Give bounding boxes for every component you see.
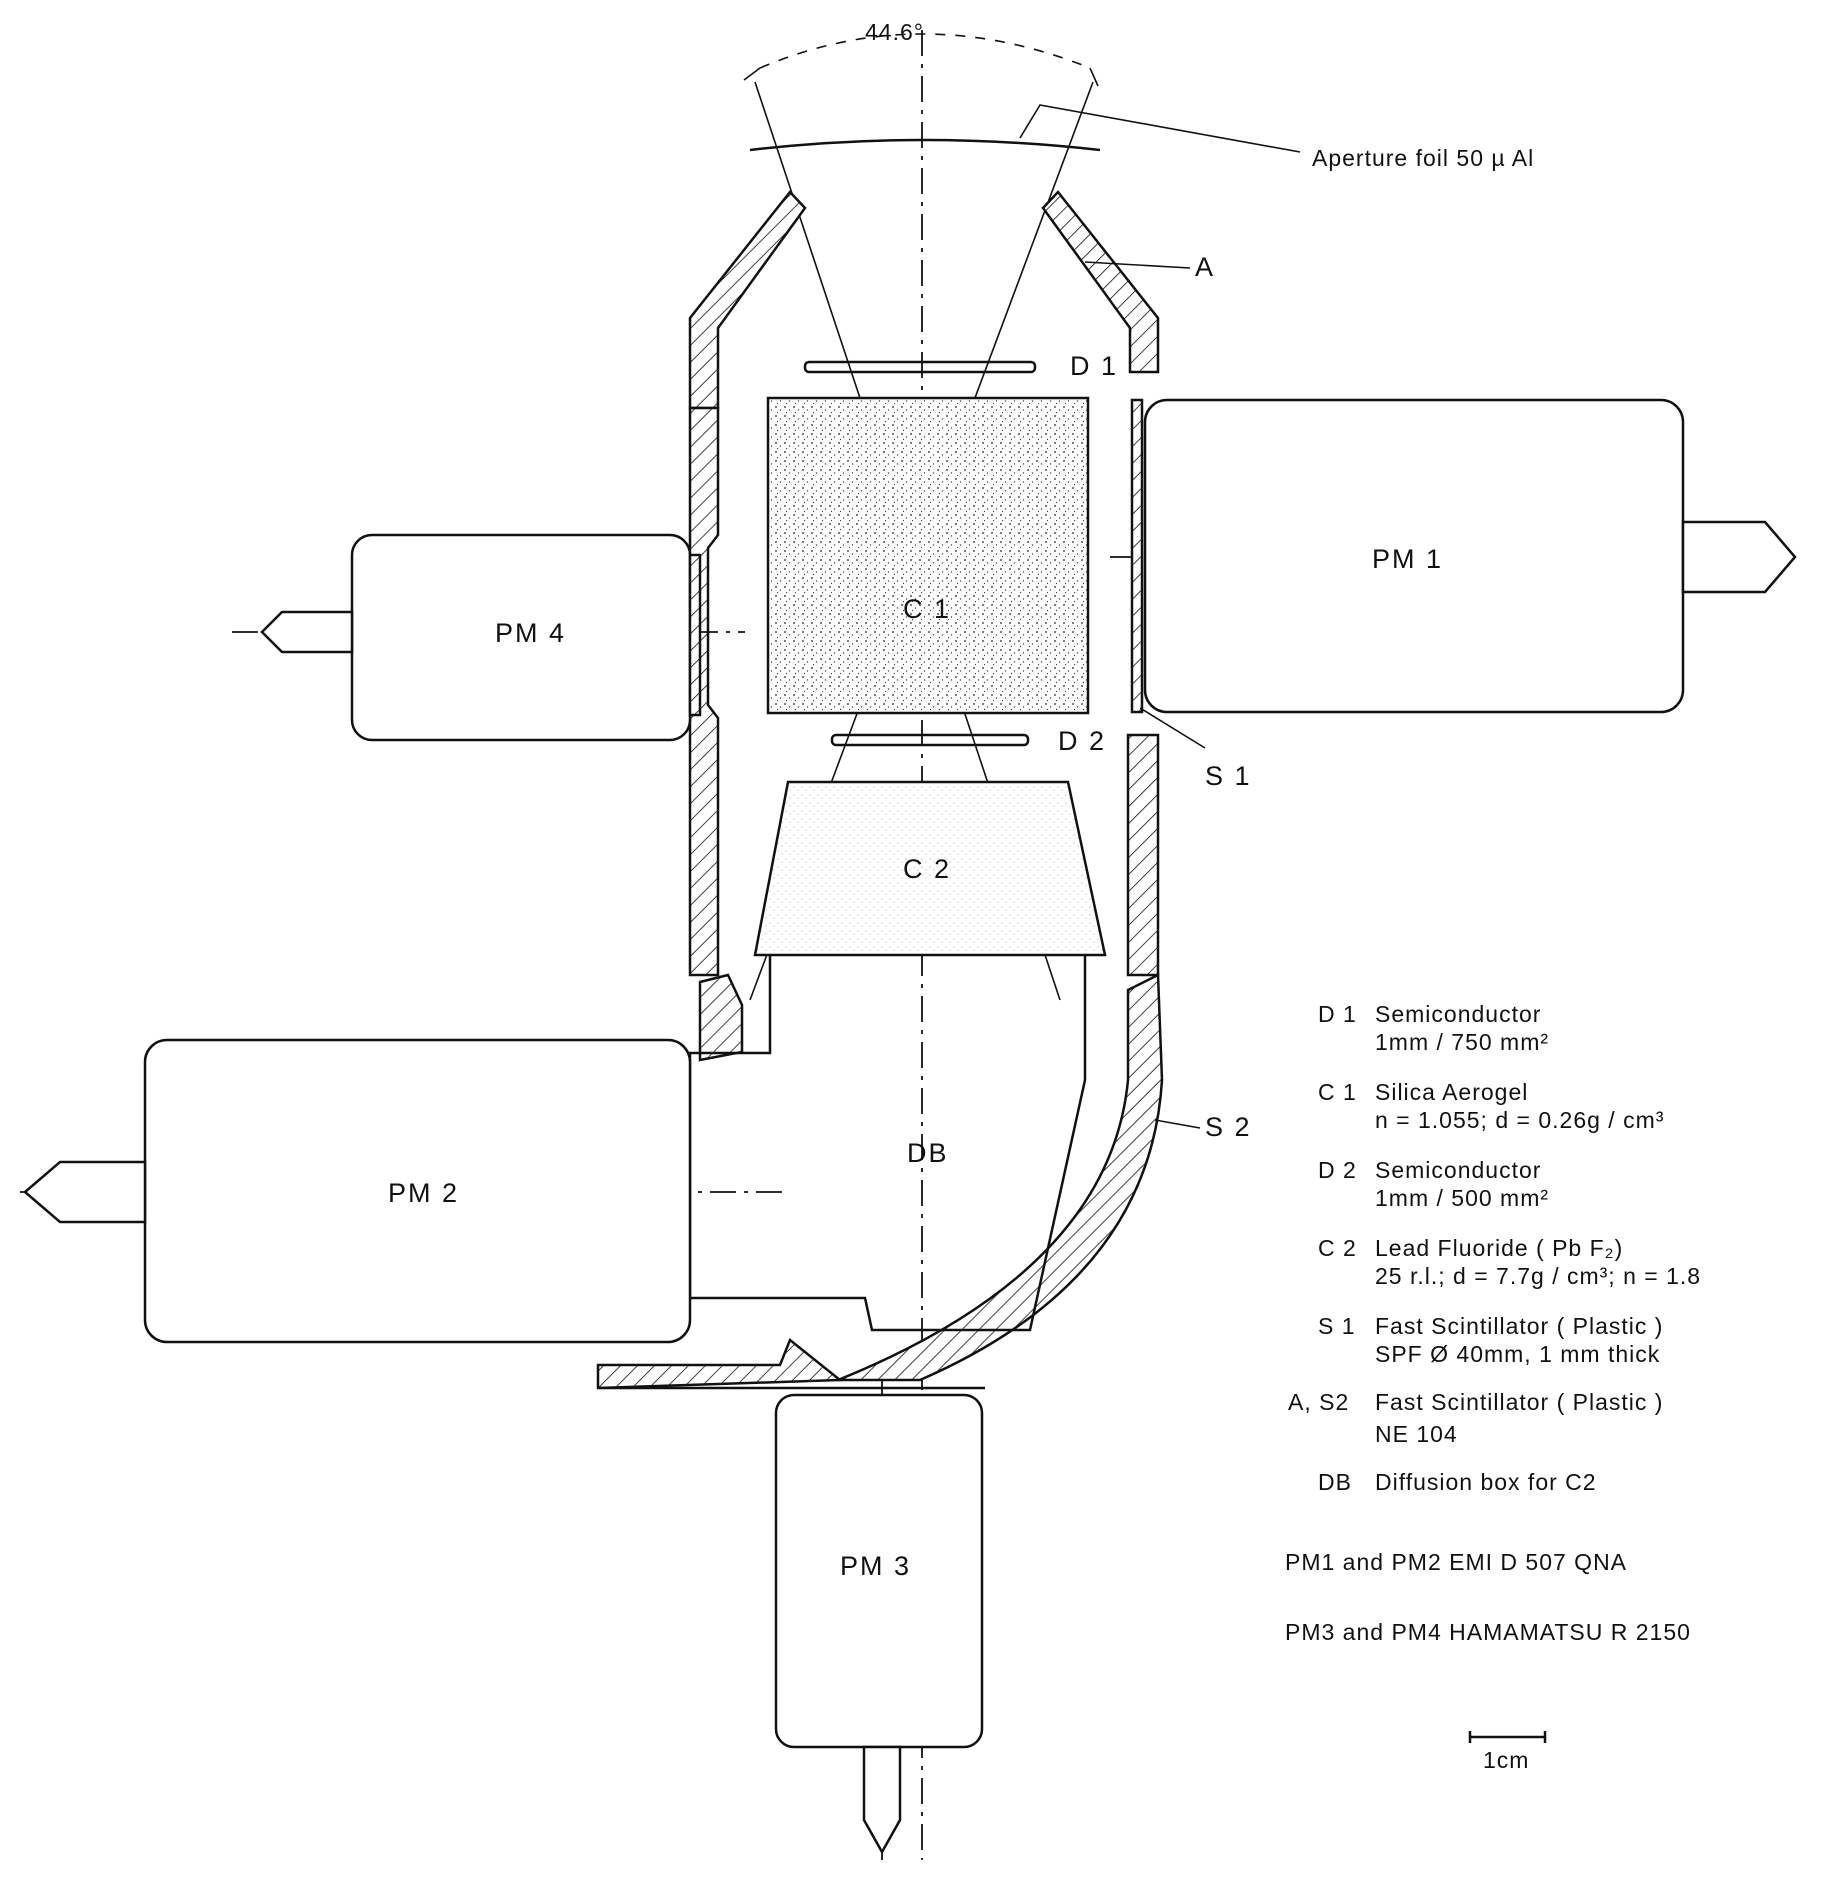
legend-d2-line1: Semiconductor [1375,1157,1541,1183]
aperture-foil [749,138,1101,152]
legend-c2-line1: Lead Fluoride ( Pb F₂) [1375,1235,1623,1261]
s1-leader [1139,707,1206,749]
angle-label: 44.6° [865,19,924,45]
pm2-label: PM 2 [388,1178,459,1208]
s2-scintillator [837,973,1164,1382]
legend-s1-line2: SPF Ø 40mm, 1 mm thick [1375,1341,1660,1367]
aperture-leader [1019,104,1301,153]
legend-d2-line2: 1mm / 500 mm² [1375,1185,1549,1211]
pm4-window [688,553,702,717]
pm4-label: PM 4 [495,618,566,648]
pm1-base [1681,520,1797,594]
pm3-base [862,1745,902,1855]
legend-c2-key: C 2 [1318,1235,1357,1261]
legend-s1-key: S 1 [1318,1313,1356,1339]
legend-d2-key: D 2 [1318,1157,1357,1183]
legend-pm12: PM1 and PM2 EMI D 507 QNA [1285,1549,1627,1575]
c1-aerogel [766,396,1090,715]
legend-as2-line1: Fast Scintillator ( Plastic ) [1375,1389,1663,1415]
legend-db-line1: Diffusion box for C2 [1375,1469,1597,1495]
s2-leader [1154,1119,1201,1129]
legend: D 1 Semiconductor 1mm / 750 mm² C 1 Sili… [1285,1001,1701,1645]
angle-arc [759,33,1091,69]
c2-lead-fluoride [753,780,1107,957]
s2-label: S 2 [1205,1112,1252,1142]
legend-d1-line1: Semiconductor [1375,1001,1541,1027]
legend-pm34: PM3 and PM4 HAMAMATSU R 2150 [1285,1619,1691,1645]
right-shell-wall [1126,733,1160,977]
legend-c1-line2: n = 1.055; d = 0.26g / cm³ [1375,1107,1664,1133]
aperture-label: Aperture foil 50 µ Al [1312,145,1534,171]
db-label: DB [907,1138,949,1168]
a-label: A [1195,252,1215,282]
d2-semiconductor [830,733,1030,747]
pm4-base [260,610,354,654]
shell-a-right [1041,190,1160,374]
legend-as2-key: A, S2 [1288,1389,1349,1415]
diffusion-box [688,955,1087,1332]
a-leader [1084,261,1191,269]
left-shell-wall [688,406,720,977]
d2-label: D 2 [1058,726,1106,756]
legend-s1-line1: Fast Scintillator ( Plastic ) [1375,1313,1663,1339]
s1-label: S 1 [1205,761,1252,791]
legend-c1-key: C 1 [1318,1079,1357,1105]
pm2-base [23,1160,147,1224]
d1-label: D 1 [1070,351,1118,381]
pm1-label: PM 1 [1372,544,1443,574]
c1-label: C 1 [903,594,951,624]
shell-a-left [688,190,807,410]
legend-as2-line2: NE 104 [1375,1421,1458,1447]
angle-tick-left [743,67,761,81]
angle-tick-right [1089,67,1099,87]
base-plate [596,1337,844,1390]
legend-c1-line1: Silica Aerogel [1375,1079,1528,1105]
pm3-label: PM 3 [840,1551,911,1581]
legend-db-key: DB [1318,1469,1352,1495]
legend-d1-line2: 1mm / 750 mm² [1375,1029,1549,1055]
d1-semiconductor [803,360,1037,374]
legend-d1-key: D 1 [1318,1001,1357,1027]
s1-scintillator [1130,398,1144,714]
scale-label: 1cm [1483,1747,1529,1773]
c2-label: C 2 [903,854,951,884]
shell-pm2-corner [698,973,744,1062]
legend-c2-line2: 25 r.l.; d = 7.7g / cm³; n = 1.8 [1375,1263,1701,1289]
